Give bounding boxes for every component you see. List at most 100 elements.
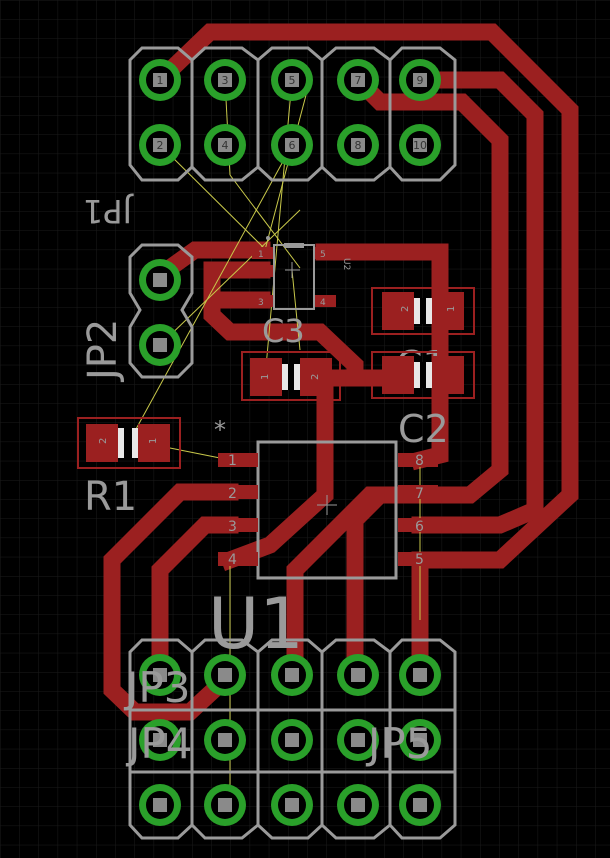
u1-label: U1	[208, 583, 304, 665]
bottom-header-outline	[128, 638, 457, 840]
u2-pad-5[interactable]	[314, 247, 336, 259]
u2-dot	[266, 236, 270, 240]
header-pad[interactable]	[271, 654, 313, 696]
c3-pad-2[interactable]	[300, 358, 332, 396]
u1-pin-label: 6	[415, 519, 424, 535]
header-pad[interactable]	[399, 719, 441, 761]
u1-pad-2[interactable]	[218, 485, 258, 499]
u2-label: U2	[341, 258, 351, 270]
u2-pad[interactable]	[252, 265, 274, 277]
u1-pad-7[interactable]	[398, 485, 438, 499]
header-pad[interactable]	[204, 784, 246, 826]
u1-pin-label: 3	[228, 519, 237, 535]
header-pad[interactable]	[399, 784, 441, 826]
silkscreen	[128, 46, 457, 840]
jp1-pin-label: 2	[157, 139, 164, 152]
jp1-pin-label: 9	[417, 74, 424, 87]
c3-outline	[241, 351, 341, 401]
r1-outline	[77, 417, 181, 469]
through-hole-pads: 1 2 3 4 5 6 7 8 9 10	[139, 59, 441, 826]
u2-pin-label: 1	[258, 250, 264, 260]
c2-outline	[371, 351, 475, 399]
jp1-pin-label: 8	[355, 139, 362, 152]
jp1-pad[interactable]: 1	[139, 59, 181, 101]
jp2-pad[interactable]	[139, 259, 181, 301]
header-pad[interactable]	[204, 719, 246, 761]
c1-pad-2[interactable]	[382, 292, 414, 330]
trace	[103, 483, 243, 721]
jp2-outline	[128, 243, 194, 379]
jp1-pin-label: 5	[289, 74, 296, 87]
jp1-pad[interactable]: 6	[271, 124, 313, 166]
jp1-pin-label: 10	[413, 139, 427, 152]
c2-gap	[420, 362, 426, 388]
c1-pin-label: 2	[400, 306, 411, 312]
jp1-pin-label: 1	[157, 74, 164, 87]
c3-pad-1[interactable]	[250, 358, 282, 396]
u1-pad-5[interactable]	[398, 552, 438, 566]
c3-gap	[288, 364, 294, 390]
c2-component[interactable]: C2	[371, 351, 475, 451]
jp1-pin-label: 4	[222, 139, 229, 152]
jp1-pad[interactable]: 3	[204, 59, 246, 101]
header-pad[interactable]	[271, 719, 313, 761]
u1-pad-1[interactable]	[218, 453, 258, 467]
u1-pad-8[interactable]	[398, 453, 438, 467]
header-pad[interactable]	[337, 784, 379, 826]
header-pad[interactable]	[139, 719, 181, 761]
trace	[315, 243, 449, 319]
jp2-label: JP2	[80, 319, 126, 383]
c3-component[interactable]: 1 2 C3	[241, 312, 341, 401]
r1-pad-1[interactable]	[138, 424, 170, 462]
u2-component[interactable]: 1 3 4 5 U2	[252, 236, 351, 310]
r1-pad-2[interactable]	[86, 424, 118, 462]
header-pad[interactable]	[204, 654, 246, 696]
u1-pin-label: 1	[228, 453, 237, 469]
u2-pad-1[interactable]	[252, 247, 274, 259]
header-pad[interactable]	[337, 719, 379, 761]
u1-pad-6[interactable]	[398, 518, 438, 532]
jp1-pin-label: 7	[355, 74, 362, 87]
r1-component[interactable]: 2 1 R1	[77, 417, 181, 520]
jp1-pad[interactable]: 7	[337, 59, 379, 101]
r1-gap	[124, 428, 132, 458]
jp1-pin-label: 3	[222, 74, 229, 87]
jp1-pad[interactable]: 5	[271, 59, 313, 101]
trace	[147, 23, 579, 569]
u2-pin-label: 5	[320, 250, 326, 260]
jp1-pad[interactable]: 4	[204, 124, 246, 166]
header-pad[interactable]	[271, 784, 313, 826]
trace	[411, 71, 544, 534]
jp1-pad[interactable]: 2	[139, 124, 181, 166]
header-pad[interactable]	[337, 654, 379, 696]
jp1-pad[interactable]: 8	[337, 124, 379, 166]
jp2-pad[interactable]	[139, 324, 181, 366]
header-pad[interactable]	[139, 784, 181, 826]
jp4-label: JP4	[125, 719, 192, 768]
c1-gap	[420, 298, 426, 324]
c1-pad-1[interactable]	[432, 292, 464, 330]
u1-pad-3[interactable]	[218, 518, 258, 532]
c2-pad[interactable]	[382, 356, 414, 394]
jp1-pad[interactable]: 9	[399, 59, 441, 101]
u1-body	[256, 440, 398, 580]
u1-pad-4[interactable]	[218, 552, 258, 566]
jp3-label: JP3	[123, 663, 190, 712]
c3-pin-label: 1	[260, 374, 271, 380]
u2-pin-label: 3	[258, 298, 264, 308]
c3-label: C3	[262, 312, 305, 350]
u1-origin-cross	[317, 495, 337, 515]
jp1-outline	[128, 46, 457, 182]
pin1-marker: *	[214, 416, 226, 444]
header-pad[interactable]	[399, 654, 441, 696]
jp1-pad[interactable]: 10	[399, 124, 441, 166]
header-pad[interactable]	[139, 654, 181, 696]
jp1-pin-label: 6	[289, 139, 296, 152]
c2-pad[interactable]	[432, 356, 464, 394]
c1-outline	[371, 287, 475, 335]
u2-pad-4[interactable]	[314, 295, 336, 307]
u2-pin-label: 4	[320, 298, 326, 308]
r1-pin-label: 2	[98, 438, 109, 444]
u2-pad-3[interactable]	[252, 295, 274, 307]
